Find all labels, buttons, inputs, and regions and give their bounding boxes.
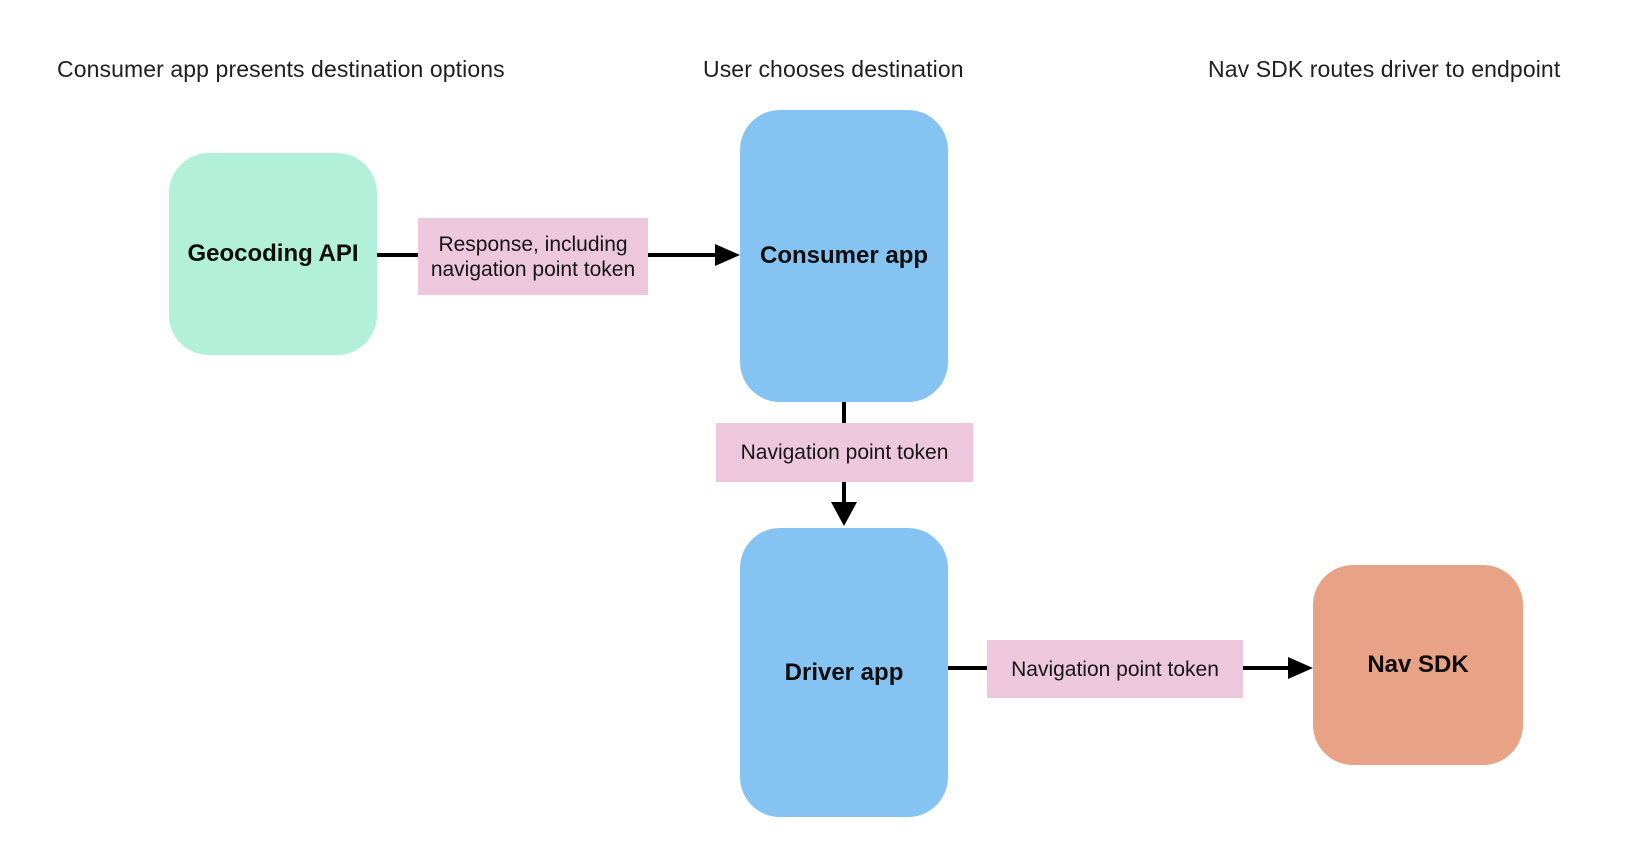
node-nav-sdk: Nav SDK bbox=[1313, 565, 1523, 765]
arrowhead-down-icon bbox=[831, 502, 857, 526]
arrowhead-right-icon bbox=[715, 244, 740, 266]
node-driver-app: Driver app bbox=[740, 528, 948, 817]
arrowhead-right-icon bbox=[1288, 657, 1313, 679]
edge-label-navigation-point-token-2: Navigation point token bbox=[987, 640, 1243, 698]
node-consumer-app-label: Consumer app bbox=[759, 242, 929, 269]
edge-label-response-including-token: Response, including navigation point tok… bbox=[418, 218, 648, 295]
column-header-navsdk-routes: Nav SDK routes driver to endpoint bbox=[1208, 56, 1561, 82]
column-header-consumer-presents: Consumer app presents destination option… bbox=[57, 56, 505, 82]
node-driver-app-label: Driver app bbox=[784, 658, 904, 686]
node-consumer-app: Consumer app bbox=[740, 110, 948, 402]
node-geocoding-api-label: Geocoding API bbox=[187, 240, 359, 267]
edge-label-navigation-point-token-1: Navigation point token bbox=[716, 423, 973, 482]
node-geocoding-api: Geocoding API bbox=[169, 153, 377, 355]
node-nav-sdk-label: Nav SDK bbox=[1367, 651, 1469, 678]
column-header-user-chooses: User chooses destination bbox=[703, 56, 964, 82]
